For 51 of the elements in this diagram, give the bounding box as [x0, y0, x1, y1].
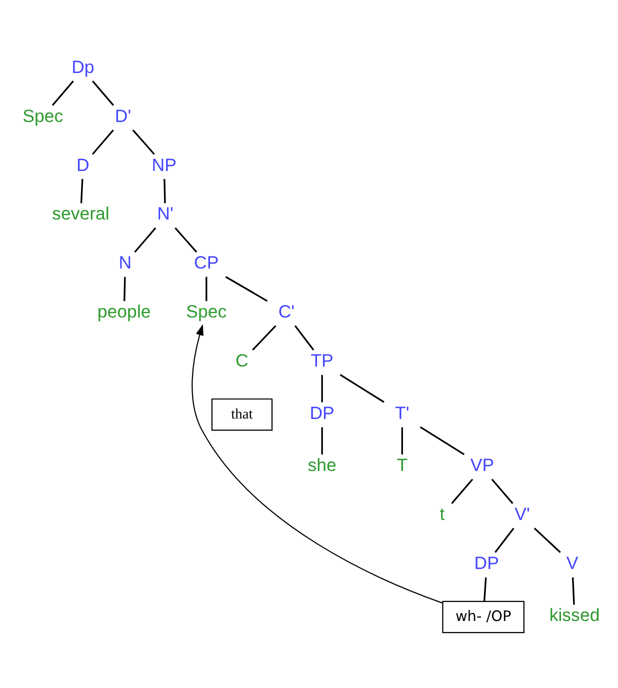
connector: [124, 276, 126, 301]
node-text: kissed: [549, 604, 600, 625]
connector: [294, 324, 314, 350]
node-text: N': [157, 203, 174, 224]
connector: [534, 527, 561, 552]
connector: [420, 426, 465, 455]
node-text: CP: [194, 252, 219, 272]
node-text: she: [308, 454, 336, 475]
node-text: VP: [470, 454, 494, 475]
node-text: several: [52, 203, 110, 224]
node-text: D: [76, 154, 90, 174]
node-text: DP: [310, 402, 334, 422]
node-text: people: [97, 301, 151, 322]
node-text: Spec: [186, 301, 227, 322]
node-box: that: [211, 398, 273, 430]
connector: [321, 426, 323, 454]
connector: [321, 374, 323, 402]
node-text: T': [395, 402, 410, 422]
connector: [134, 226, 156, 252]
connector: [252, 324, 276, 350]
node-text: T: [396, 454, 408, 475]
node-text: V': [514, 504, 530, 524]
node-text: V: [566, 552, 578, 572]
node-text: NP: [152, 154, 176, 174]
node-text: Dp: [72, 56, 94, 76]
node-text: DP: [474, 552, 500, 572]
connector: [52, 80, 74, 106]
connector: [164, 178, 166, 203]
connector: [132, 128, 155, 154]
node-text: N: [118, 252, 132, 272]
connector: [174, 226, 198, 252]
connector: [494, 527, 514, 552]
connector: [340, 374, 384, 402]
node-box: wh- /OP: [442, 600, 524, 633]
node-text: Spec: [22, 105, 64, 126]
connector: [483, 576, 487, 601]
connector: [92, 80, 114, 106]
connector: [491, 478, 514, 504]
connector: [206, 276, 208, 301]
connector: [225, 276, 268, 302]
node-text: C': [278, 301, 295, 322]
connector: [451, 478, 474, 504]
node-text: C: [236, 350, 248, 370]
node-text: D': [114, 105, 132, 126]
node-text: TP: [310, 350, 334, 370]
arrow: [192, 324, 442, 603]
connector: [92, 129, 114, 154]
connector: [80, 178, 84, 203]
node-text: t: [440, 504, 445, 524]
connector: [572, 576, 575, 604]
connector: [401, 426, 403, 454]
